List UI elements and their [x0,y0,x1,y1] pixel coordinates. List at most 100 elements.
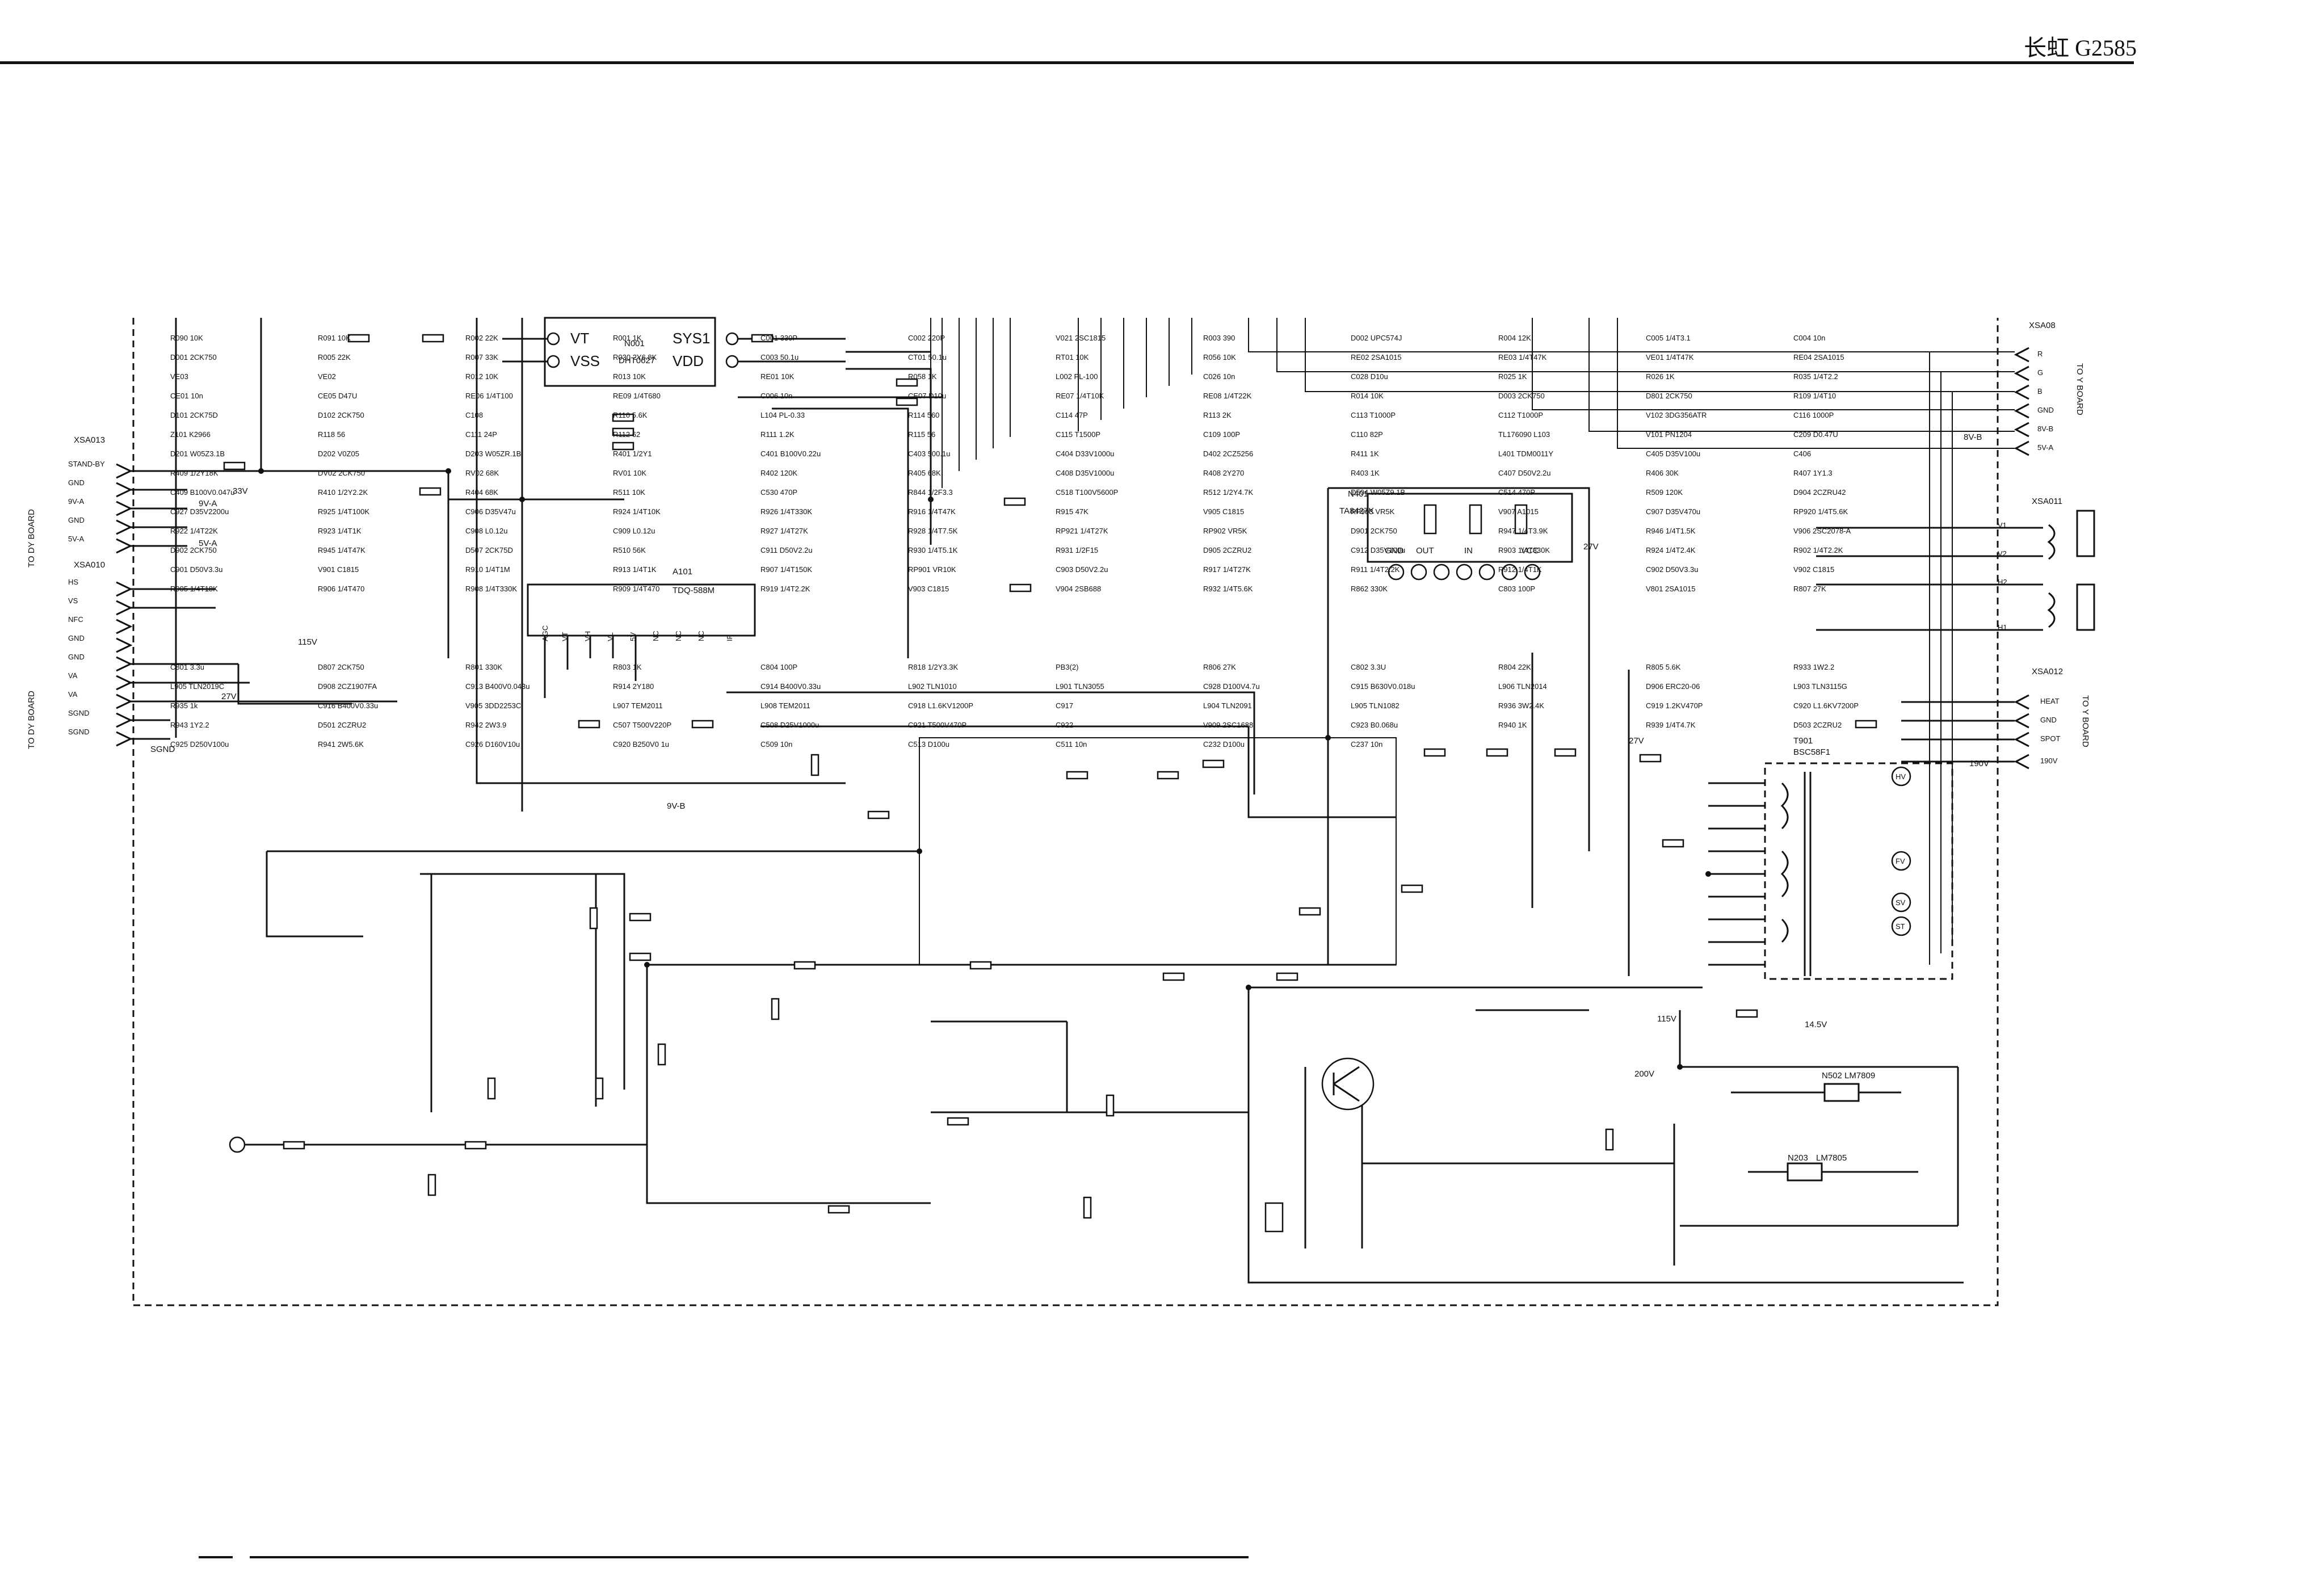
component-ref-label: V904 2SB688 [1056,585,1101,593]
ic-n401-pin: OUT [1416,546,1434,556]
component-ref-label: R014 10K [1351,392,1384,400]
component-ref-label: C001 330P [760,334,797,342]
ic-a101-pin: NC [697,630,705,641]
component-ref-label: R409 1/2Y18K [170,469,218,477]
component-ref-label: R947 1/4T3.9K [1498,527,1548,535]
component-ref-label: R407 1Y1.3 [1793,469,1833,477]
connector-xsa010-pin: VS [68,596,78,605]
component-ref-label: R090 10K [170,334,203,342]
component-ref-label: D201 W05Z3.1B [170,449,225,458]
component-ref-label: V905 3DD2253C [465,701,521,710]
connector-xsa010-pin: HS [68,578,78,586]
connector-xsa010-pin: SGND [68,709,90,717]
label-9v-a: 9V-A [199,499,217,508]
component-ref-label: RE03 1/4T47K [1498,353,1547,361]
component-ref-label: C902 D50V3.3u [1646,565,1699,574]
connector-xsa010-pin: GND [68,634,85,642]
ic-a101-body [527,583,756,637]
n502-label: N502 [1822,1071,1842,1081]
component-ref-label: R002 22K [465,334,498,342]
connector-xsa013-side-label: TO DY BOARD [27,509,36,568]
component-ref-label: C109 100P [1203,430,1240,439]
component-ref-label: R091 10K [318,334,351,342]
component-ref-label: D003 2CK750 [1498,392,1545,400]
component-ref-label: C518 T100V5600P [1056,488,1118,497]
component-ref-label: R913 1/4T1K [613,565,657,574]
connector-xsa012-side-label: TO Y BOARD [2081,695,2090,747]
component-ref-label: R930 1/4T5.1K [908,546,958,554]
component-ref-label: R909 1/4T470 [613,585,659,593]
connector-xsa013: XSA013 STAND-BY GND 9V-A GND 5V-A TO DY … [27,435,133,568]
component-ref-label: R806 27K [1203,663,1236,671]
component-ref-label: C003 50.1u [760,353,799,361]
component-ref-label: C404 D33V1000u [1056,449,1114,458]
n203-label: N203 [1788,1153,1808,1163]
component-ref-label: L902 TLN1010 [908,682,957,691]
component-ref-label: L104 PL-0.33 [760,411,805,419]
component-ref-label: R924 1/4T2.4K [1646,546,1696,554]
h-coil-box [2076,583,2095,631]
component-ref-label: PB3(2) [1056,663,1078,671]
component-ref-label: V901 C1815 [318,565,359,574]
component-ref-label: C928 D100V4.7u [1203,682,1260,691]
component-ref-label: R109 1/4T10 [1793,392,1836,400]
connector-xsa08-pin: R [2037,350,2043,358]
component-ref-label: C026 10n [1203,372,1235,381]
component-ref-label: C803 100P [1498,585,1535,593]
label-200v: 200V [1634,1069,1654,1079]
page-title: 长虹 G2585 [2024,35,2137,61]
connector-xsa013-label: XSA013 [74,435,105,445]
junctions [258,468,1711,1070]
component-ref-label: R111 1.2K [760,430,795,439]
component-ref-label: RP901 VR10K [908,565,956,574]
component-ref-label: C514 470P [1498,488,1535,497]
connector-xsa010-pin: SGND [68,728,90,736]
connector-xsa010-pin: VA [68,671,78,680]
component-ref-label: R110 5.6K [613,411,648,419]
component-ref-label: R509 120K [1646,488,1683,497]
component-ref-label: R923 1/4T1K [318,527,362,535]
component-ref-label: RP920 1/4T5.6K [1793,507,1848,516]
component-ref-label: C108 [465,411,483,419]
component-ref-label: CE07 D10u [908,392,946,400]
component-ref-label: C112 T1000P [1498,411,1543,419]
component-ref-label: R026 1K [1646,372,1675,381]
component-ref-label: C511 10n [1056,740,1087,749]
component-ref-label: D001 2CK750 [170,353,217,361]
header-rule [0,61,2134,64]
component-ref-label: D507 2CK75D [465,546,513,554]
ic-n001: N001 DHT0627 VT VSS SYS1 VDD [502,317,846,387]
connector-xsa08-pin: B [2037,387,2043,396]
component-ref-label: C920 L1.6KV7200P [1793,701,1859,710]
component-ref-label: C530 470P [760,488,797,497]
component-ref-label: R935 1k [170,701,198,710]
connector-xsa08-side-label: TO Y BOARD [2075,363,2085,415]
horizontal-section [229,653,1964,1284]
component-ref-label: V903 C1815 [908,585,949,593]
component-ref-label: C909 L0.12u [613,527,655,535]
component-ref-label: C906 D35V47u [465,507,516,516]
component-ref-label: R922 1/4T22K [170,527,218,535]
connector-xsa08-pin: GND [2037,406,2054,414]
component-ref-label: VE01 1/4T47K [1646,353,1694,361]
t901-body [1764,762,1953,980]
component-ref-label: D202 V0Z05 [318,449,359,458]
t901-pin: SV [1896,898,1906,907]
h-output-transistor [1321,1057,1375,1111]
component-ref-label: V102 3DG356ATR [1646,411,1707,419]
component-ref-label: R035 1/4T2.2 [1793,372,1838,381]
component-ref-label: L903 TLN3115G [1793,682,1847,691]
connector-xsa012: XSA012 HEAT GND SPOT 190V TO Y BOARD [2014,667,2090,770]
label-27v-b: 27V [1629,736,1644,746]
st-terminal [1891,916,1911,936]
ic-a101-part: TDQ-588M [673,586,715,595]
component-ref-label: C914 B400V0.33u [760,682,821,691]
ic-n401-label: N401 [1348,489,1368,499]
component-ref-label: R001 1K [613,334,642,342]
connector-xsa012-pin: SPOT [2040,734,2060,743]
component-ref-label: R942 2W3.9 [465,721,506,729]
ic-n401: N401 TA8427K GND OUT IN VCC [1327,487,1590,965]
component-ref-label: RE02 2SA1015 [1351,353,1402,361]
t901-label: T901 [1793,736,1813,746]
connector-xsa011: XSA011 V1 V2 H2 H1 [1998,497,2095,632]
